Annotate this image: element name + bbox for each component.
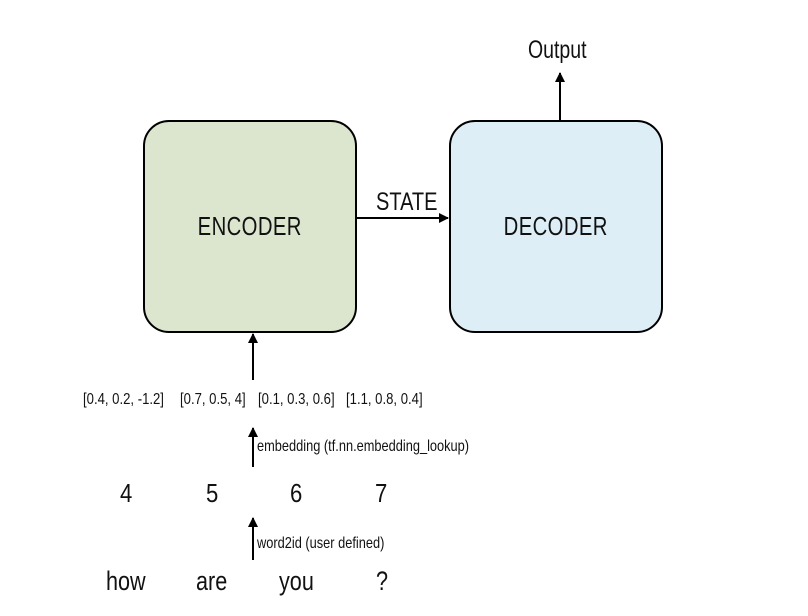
state-label: STATE: [376, 188, 438, 216]
id-3: 7: [375, 478, 388, 508]
embedding-label: embedding (tf.nn.embedding_lookup): [257, 438, 470, 455]
word-3: ?: [376, 566, 389, 596]
word-0: how: [106, 566, 146, 596]
vector-3: [1.1, 0.8, 0.4]: [346, 391, 423, 408]
output-label: Output: [528, 36, 587, 64]
vector-0: [0.4, 0.2, -1.2]: [83, 391, 164, 408]
encoder-label: ENCODER: [197, 211, 303, 241]
decoder-label: DECODER: [503, 211, 609, 241]
decoder-box: DECODER: [449, 120, 663, 333]
encoder-box: ENCODER: [143, 120, 357, 333]
word-2: you: [279, 566, 314, 596]
word-1: are: [196, 566, 228, 596]
id-2: 6: [290, 478, 303, 508]
id-1: 5: [206, 478, 219, 508]
vector-1: [0.7, 0.5, 4]: [180, 391, 246, 408]
word2id-label: word2id (user defined): [257, 535, 385, 552]
id-0: 4: [120, 478, 133, 508]
vector-2: [0.1, 0.3, 0.6]: [258, 391, 335, 408]
